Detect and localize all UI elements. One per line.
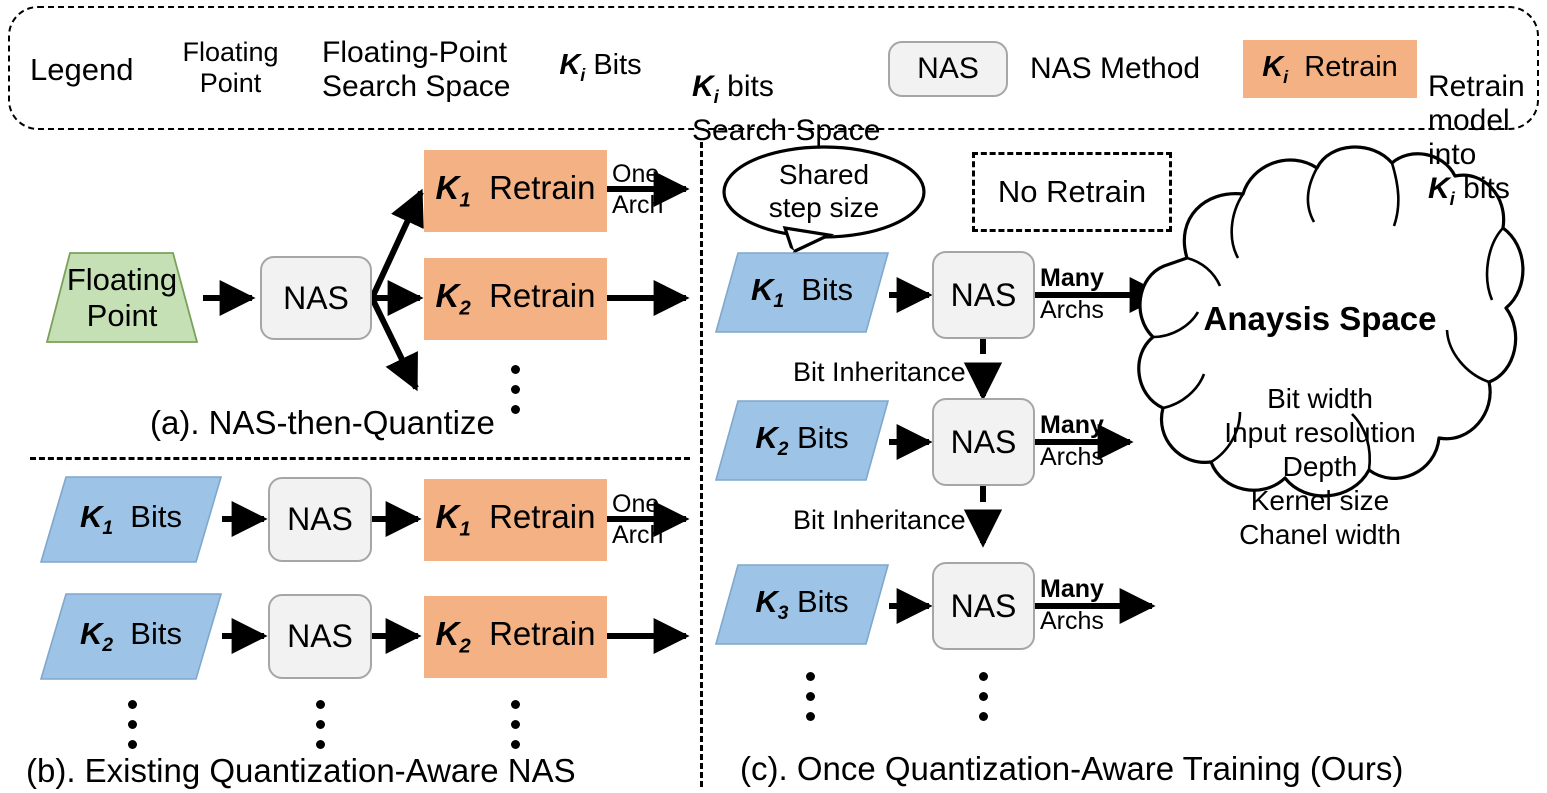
panel-c-row3-out-bottom: Archs	[1040, 607, 1104, 635]
panel-a-caption: (a). NAS-then-Quantize	[150, 404, 495, 441]
panel-c-row3-nas-label: NAS	[950, 587, 1017, 624]
panel-b-row2-nas-box: NAS	[268, 594, 372, 679]
panel-b-row1-parallelogram-shape	[39, 476, 223, 563]
bubble-tail	[782, 226, 835, 255]
cloud-detail-4	[1485, 227, 1504, 301]
bit-inheritance-label-2: Bit Inheritance	[793, 505, 966, 535]
panel-b-ellipsis-col3	[511, 700, 520, 760]
panel-b-row1-nas-label: NAS	[287, 501, 353, 537]
cloud-detail-2	[1306, 167, 1319, 223]
cloud-detail-3	[1390, 162, 1400, 227]
panel-b-row1-retrain-box: K1 Retrain	[424, 479, 607, 561]
panel-a-out-top: One	[612, 160, 660, 188]
shared-step-size-label: Shared step size	[768, 159, 880, 223]
panel-a-output-label-1: One	[612, 161, 659, 187]
panel-c-row1-many: Many	[1040, 264, 1104, 292]
panel-c-row1-out-bottom: Archs	[1040, 296, 1104, 324]
panel-c-row2-out-top: Many	[1040, 412, 1104, 438]
panel-b-row2-retrain-label: Retrain	[489, 615, 596, 653]
cloud-detail-5	[1445, 329, 1490, 384]
legend-description-floating-point: Floating-Point Search Space	[322, 36, 511, 103]
arrow-nas-to-retrain1	[369, 188, 424, 300]
panel-c-row1-parallelogram-shape	[714, 252, 890, 333]
analysis-space-title: Anaysis Space	[1203, 300, 1437, 337]
panel-b-row1-out-bottom: Arch	[612, 521, 664, 549]
panel-c-row3-many: Many	[1040, 575, 1104, 603]
panel-b-caption: (b). Existing Quantization-Aware NAS	[26, 752, 576, 789]
panel-c-row2-nas-label: NAS	[950, 423, 1017, 460]
panel-c-row2-out-bottom: Archs	[1040, 443, 1104, 471]
panel-b-row2-retrain-box: K2 Retrain	[424, 596, 607, 678]
panel-a-floating-point-shape	[45, 252, 199, 343]
cloud-detail-1	[1230, 193, 1245, 259]
cloud-detail-10	[1186, 256, 1222, 287]
legend-title: Legend	[30, 52, 134, 87]
panel-a-nas-label: NAS	[283, 279, 349, 316]
legend-retrain-box: Ki Retrain	[1243, 40, 1417, 98]
panel-a-output-label-2: Arch	[612, 192, 663, 218]
panel-c-ellipsis-col2	[979, 672, 988, 732]
panel-b-ellipsis-col1	[128, 700, 137, 760]
arrow-nas-to-more	[369, 296, 419, 392]
panel-c-caption: (c). Once Quantization-Aware Training (O…	[740, 750, 1404, 787]
panel-b-row2-parallelogram-shape	[39, 593, 223, 680]
panel-divider-horizontal	[30, 457, 690, 460]
panel-a-retrain-box-1: K1 Retrain	[424, 150, 607, 232]
panel-c-row2-nas-box: NAS	[932, 398, 1035, 486]
legend-nas-box: NAS	[888, 41, 1008, 97]
panel-b-ellipsis-col2	[316, 700, 325, 760]
panel-c-row3-parallelogram-shape	[714, 564, 890, 645]
analysis-space-items: Bit width Input resolution Depth Kernel …	[1224, 383, 1416, 550]
bit-inheritance-label-1: Bit Inheritance	[793, 357, 966, 387]
panel-a-ellipsis	[511, 365, 520, 425]
panel-b-row1-nas-box: NAS	[268, 477, 372, 562]
cloud-detail-7	[1210, 411, 1242, 464]
panel-a-retrain-1-label: Retrain	[489, 169, 596, 207]
panel-c-row3-nas-box: NAS	[932, 562, 1035, 650]
panel-divider-vertical	[700, 142, 703, 787]
panel-c-row1-out-top: Many	[1040, 265, 1104, 291]
no-retrain-label: No Retrain	[997, 174, 1147, 209]
cloud-detail-8	[1162, 373, 1206, 410]
legend-nas-label: NAS	[917, 52, 979, 85]
panel-c-ellipsis-col1	[806, 672, 815, 732]
panel-c-row1-nas-box: NAS	[932, 251, 1035, 339]
panel-c-row3-out-top: Many	[1040, 576, 1104, 602]
bubble-tail-pointer	[780, 241, 794, 254]
panel-a-retrain-2-label: Retrain	[489, 277, 596, 315]
panel-c-row2-parallelogram-shape	[714, 400, 890, 481]
panel-c-row1-nas-label: NAS	[950, 276, 1017, 313]
panel-b-row1-out-top: One	[612, 490, 660, 518]
panel-a-out-bottom: Arch	[612, 191, 664, 219]
panel-a-nas-box: NAS	[260, 256, 372, 340]
panel-c-row2-many: Many	[1040, 411, 1104, 439]
panel-b-row2-nas-label: NAS	[287, 618, 353, 654]
no-retrain-box: No Retrain	[972, 152, 1172, 232]
legend-description-nas: NAS Method	[1030, 52, 1201, 85]
cloud-detail-6	[1351, 413, 1372, 471]
cloud-detail-9	[1152, 311, 1200, 339]
panel-b-row1-retrain-label: Retrain	[489, 498, 596, 536]
panel-a-retrain-box-2: K2 Retrain	[424, 258, 607, 340]
